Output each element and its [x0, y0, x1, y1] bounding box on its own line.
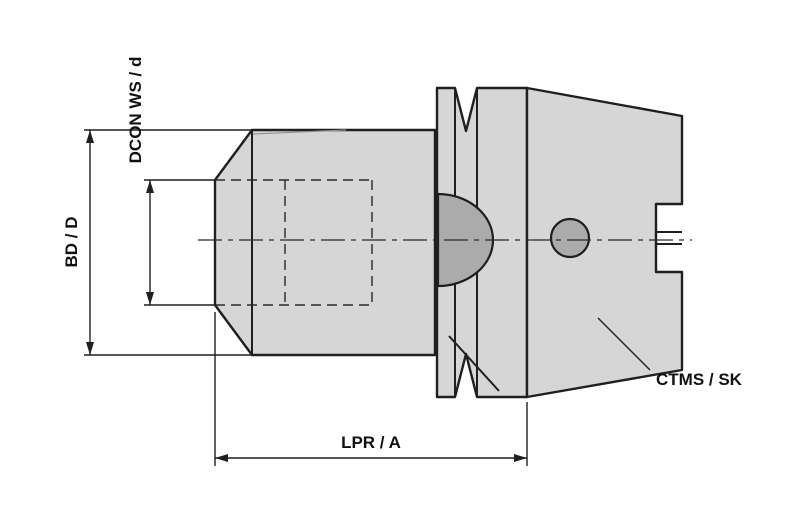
- label-taper-interface: CTMS / SK: [656, 370, 743, 389]
- clamping-body-outline: [213, 128, 437, 357]
- dcon-arrow-top: [146, 180, 154, 193]
- dcon-arrow-bottom: [146, 292, 154, 305]
- lpr-arrow-left: [215, 454, 228, 462]
- drive-slot-hole: [549, 217, 591, 259]
- flange-cone-edge: [448, 335, 500, 392]
- ctms-leader-line: [597, 317, 651, 371]
- lpr-arrow-right: [514, 454, 527, 462]
- bd-arrow-top: [86, 130, 94, 143]
- label-projection-length: LPR / A: [341, 433, 401, 452]
- label-bore-diameter: DCON WS / d: [126, 57, 145, 164]
- taper-shank-outline: [525, 86, 684, 399]
- label-body-diameter: BD / D: [62, 217, 81, 268]
- blend-line: [252, 129, 347, 135]
- bd-arrow-bottom: [86, 342, 94, 355]
